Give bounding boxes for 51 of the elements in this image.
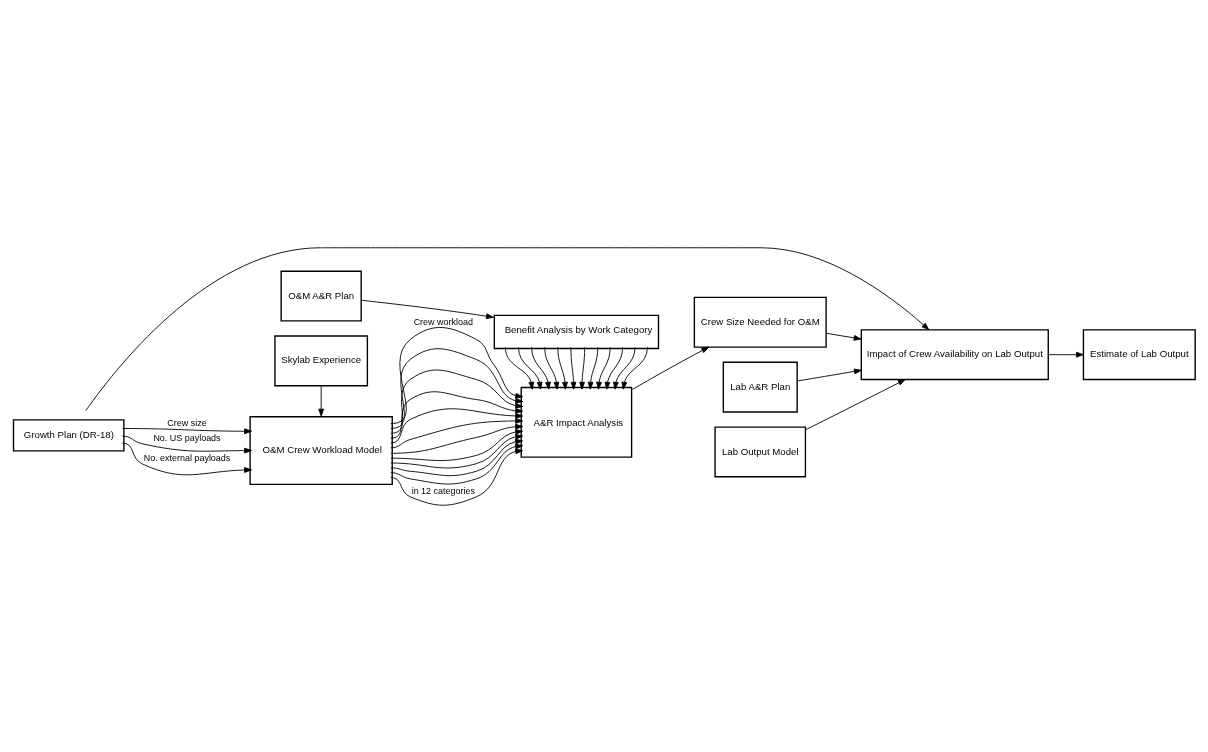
arrow bbox=[621, 346, 648, 390]
node-box: Lab Output Model bbox=[714, 425, 807, 477]
arrow bbox=[390, 443, 524, 484]
node-box: Crew Size Needed for O&M bbox=[693, 296, 827, 348]
arrow bbox=[122, 435, 252, 453]
arrow bbox=[518, 346, 543, 390]
arrow bbox=[390, 433, 524, 468]
arrow bbox=[318, 384, 325, 416]
arrow bbox=[531, 346, 551, 390]
arrow bbox=[390, 428, 524, 461]
arrow bbox=[390, 347, 524, 429]
node-box: Estimate of Lab Output bbox=[1082, 328, 1196, 380]
arrow bbox=[557, 346, 568, 390]
arrow bbox=[596, 346, 611, 390]
edge-label: Crew size bbox=[167, 417, 207, 428]
node-box: A&R Impact Analysis bbox=[520, 386, 633, 458]
arrow bbox=[604, 346, 624, 390]
arrow bbox=[85, 246, 930, 411]
node-box: Lab A&R Plan bbox=[722, 361, 798, 413]
arrow bbox=[390, 423, 524, 454]
node-box: Impact of Crew Availability on Lab Output bbox=[860, 328, 1049, 380]
arrow bbox=[544, 346, 560, 390]
arrow bbox=[579, 346, 586, 390]
edge-label: No. US payloads bbox=[153, 432, 221, 443]
arrow bbox=[825, 332, 862, 341]
arrow bbox=[360, 299, 494, 319]
arrow bbox=[390, 326, 524, 424]
node-box: O&M Crew Workload Model bbox=[249, 415, 393, 485]
arrow bbox=[390, 407, 524, 443]
node-box: Benefit Analysis by Work Category bbox=[493, 314, 660, 349]
edge-label: No. external payloads bbox=[143, 452, 231, 463]
arrow bbox=[390, 369, 524, 434]
arrow bbox=[805, 378, 906, 430]
arrow bbox=[390, 448, 524, 506]
arrow bbox=[390, 390, 524, 439]
edge-label: in 12 categories bbox=[411, 485, 475, 496]
arrow bbox=[390, 417, 524, 448]
arrow bbox=[122, 427, 252, 434]
arrow bbox=[570, 346, 577, 390]
arrow bbox=[122, 442, 252, 475]
edge-label: Crew workload bbox=[413, 316, 473, 327]
node-box: O&M A&R Plan bbox=[280, 270, 362, 322]
arrow bbox=[587, 346, 599, 390]
arrow bbox=[796, 368, 862, 381]
node-box: Growth Plan (DR-18) bbox=[12, 418, 125, 452]
arrow bbox=[1047, 351, 1084, 358]
arrow bbox=[390, 438, 524, 476]
arrow bbox=[613, 346, 636, 390]
arrow bbox=[504, 346, 535, 390]
arrow bbox=[632, 346, 710, 390]
node-box: Skylab Experience bbox=[274, 334, 369, 386]
